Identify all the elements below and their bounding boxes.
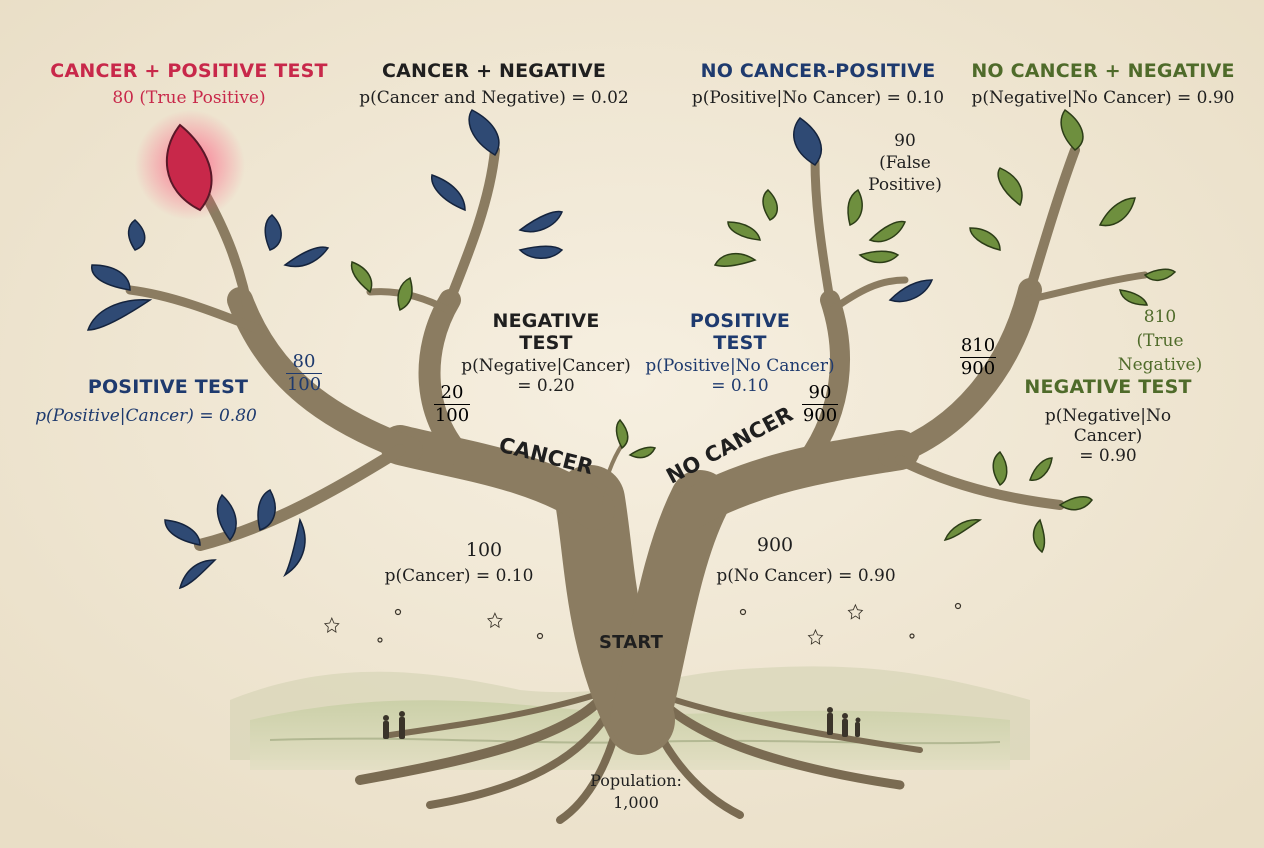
fraction-bar xyxy=(960,357,996,358)
fraction-positive-test-den: 100 xyxy=(286,374,322,395)
branch-positive-test-nc-prob: p(Positive|No Cancer) = 0.10 xyxy=(645,356,835,396)
top-label-cancer-negative-value: p(Cancer and Negative) = 0.02 xyxy=(359,88,629,108)
decorative-stars xyxy=(323,602,962,645)
fraction-negative-test-nc-den: 900 xyxy=(960,358,996,379)
branch-negative-test-nc-prob: p(Negative|No Cancer) = 0.90 xyxy=(1044,406,1172,466)
fraction-positive-test-num: 80 xyxy=(292,351,316,372)
nocancer-count: 900 xyxy=(756,534,794,556)
fraction-positive-test: 80 100 xyxy=(286,352,322,395)
fraction-positive-test-nc-num: 90 xyxy=(808,382,832,403)
leaf-highlight-red xyxy=(166,123,213,212)
fraction-bar xyxy=(434,404,470,405)
fraction-negative-test-nc-num: 810 xyxy=(960,335,996,356)
fraction-positive-test-nc-den: 900 xyxy=(802,405,838,426)
branch-positive-test-prob: p(Positive|Cancer) = 0.80 xyxy=(35,406,257,426)
top-label-cancer-negative-title: CANCER + NEGATIVE xyxy=(381,60,607,82)
branch-negative-test-nc-title: NEGATIVE TEST xyxy=(1024,376,1192,398)
top-label-nocancer-negative-title: NO CANCER + NEGATIVE xyxy=(971,60,1235,82)
branch-positive-test-nc-title: POSITIVE TEST xyxy=(689,310,791,354)
fraction-positive-test-nc: 90 900 xyxy=(802,383,838,426)
tree-roots xyxy=(355,692,923,824)
people-silhouettes xyxy=(383,707,861,739)
cancer-prob: p(Cancer) = 0.10 xyxy=(384,566,534,586)
fraction-bar xyxy=(802,404,838,405)
leaves-green xyxy=(350,108,1177,554)
start-label: START xyxy=(598,632,664,653)
top-label-nocancer-positive-value: p(Positive|No Cancer) = 0.10 xyxy=(691,88,945,108)
leaves-blue xyxy=(86,109,934,590)
branch-positive-test-title: POSITIVE TEST xyxy=(87,376,249,398)
top-label-nocancer-positive-title: NO CANCER-POSITIVE xyxy=(700,60,936,82)
cancer-count: 100 xyxy=(465,539,503,561)
fraction-negative-test: 20 100 xyxy=(434,383,470,426)
top-label-cancer-positive-title: CANCER + POSITIVE TEST xyxy=(50,60,328,82)
fraction-negative-test-nc: 810 900 xyxy=(960,336,996,379)
tree-branches xyxy=(125,145,1149,755)
fraction-negative-test-den: 100 xyxy=(434,405,470,426)
branch-negative-test-title: NEGATIVE TEST xyxy=(492,310,600,354)
fraction-bar xyxy=(286,373,322,374)
fraction-negative-test-num: 20 xyxy=(440,382,464,403)
top-label-nocancer-negative-value: p(Negative|No Cancer) = 0.90 xyxy=(971,88,1235,108)
branch-negative-test-prob: p(Negative|Cancer) = 0.20 xyxy=(461,356,631,396)
top-label-cancer-positive-value: 80 (True Positive) xyxy=(112,88,266,108)
true-negative-count: 810 (True Negative) xyxy=(1117,307,1203,375)
population-label: Population: 1,000 xyxy=(590,771,682,812)
false-positive-count: 90 (False Positive) xyxy=(868,131,942,195)
nocancer-prob: p(No Cancer) = 0.90 xyxy=(716,566,896,586)
